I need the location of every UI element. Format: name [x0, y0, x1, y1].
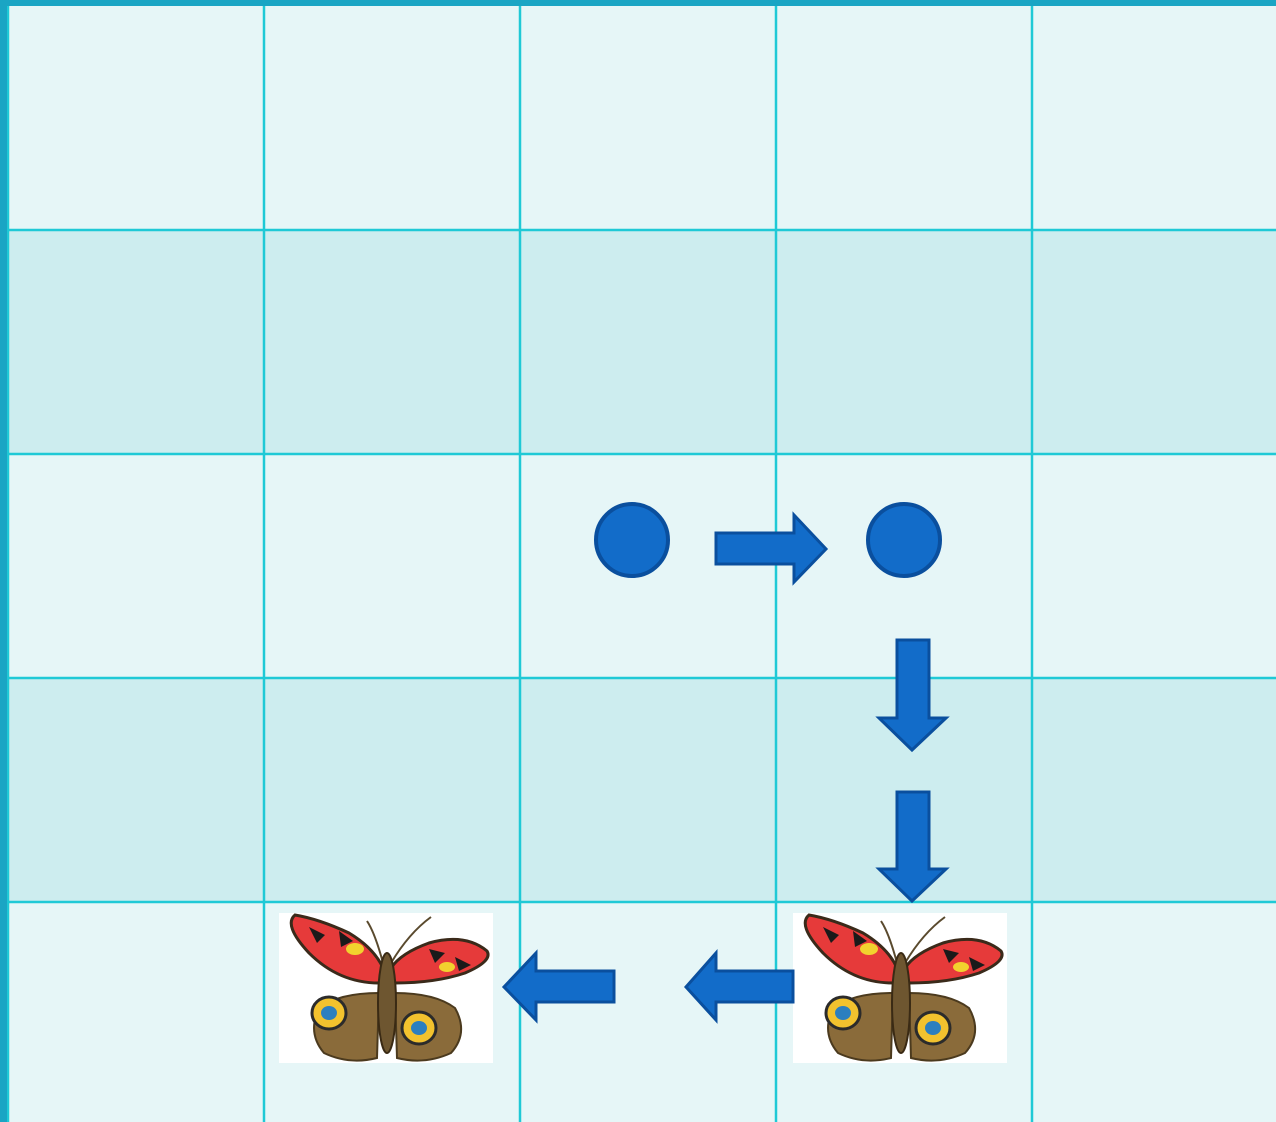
butterfly-end-icon — [279, 913, 493, 1063]
board-row — [8, 6, 1276, 230]
board-frame-top — [0, 0, 1276, 6]
board-row — [8, 230, 1276, 454]
butterfly-target-icon — [793, 913, 1007, 1063]
board-row — [8, 678, 1276, 902]
board-frame-left — [0, 0, 7, 1122]
board-row — [8, 902, 1276, 1122]
start-dot-icon — [596, 504, 668, 576]
waypoint-dot-icon — [868, 504, 940, 576]
